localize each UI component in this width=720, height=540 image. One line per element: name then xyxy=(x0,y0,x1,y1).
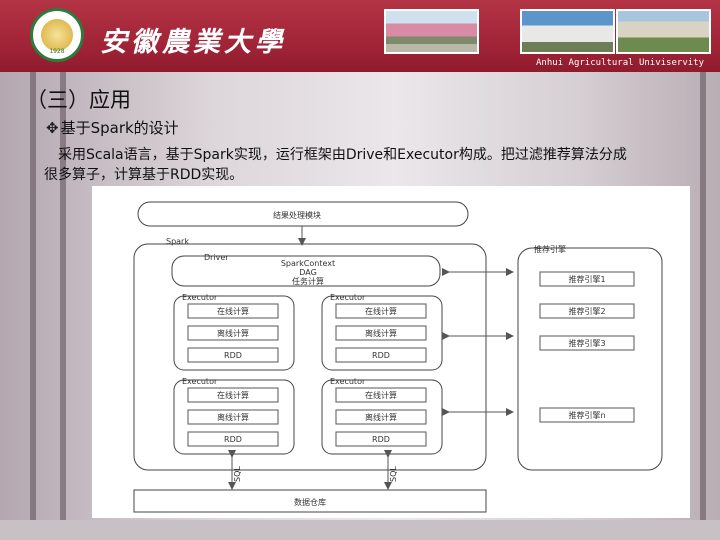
sql-label: SQL xyxy=(389,466,398,482)
executor-label: Executor xyxy=(330,377,366,386)
slide-heading: （三）应用 xyxy=(26,88,131,112)
university-name-en: Anhui Agricultural Univiservity xyxy=(536,58,704,68)
logo-year: 1928 xyxy=(49,48,65,55)
recommend-engine-box xyxy=(517,247,663,471)
sql-arrow-left: SQL xyxy=(228,450,242,490)
executor-2: Executor 在线计算 离线计算 RDD xyxy=(321,293,443,371)
spark-label: Spark xyxy=(166,237,189,246)
executor-label: Executor xyxy=(182,293,218,302)
executor-4: Executor 在线计算 离线计算 RDD xyxy=(321,377,443,455)
logo-emblem xyxy=(41,19,73,51)
rdd-box: RDD xyxy=(372,435,390,444)
engine-1-label: 推荐引擎1 xyxy=(568,274,605,284)
sql-arrow-right: SQL xyxy=(384,450,398,490)
executor-3: Executor 在线计算 离线计算 RDD xyxy=(173,377,295,455)
bullet-text: 基于Spark的设计 xyxy=(60,119,179,137)
paragraph-line: 采用Scala语言，基于Spark实现，运行框架由Drive和Executor构… xyxy=(58,147,627,163)
header-banner: 1928 安徽農業大學 Anhui Agricultural Univiserv… xyxy=(0,0,720,72)
campus-photo xyxy=(384,9,479,54)
rdd-box: RDD xyxy=(224,435,242,444)
bullet-item: ✥基于Spark的设计 xyxy=(46,117,179,138)
online-compute: 在线计算 xyxy=(365,306,397,316)
tree-trunk xyxy=(30,72,36,540)
bullet-icon: ✥ xyxy=(46,119,59,137)
offline-compute: 离线计算 xyxy=(365,412,397,422)
online-compute: 在线计算 xyxy=(365,390,397,400)
rdd-box: RDD xyxy=(224,351,242,360)
offline-compute: 离线计算 xyxy=(365,328,397,338)
online-compute: 在线计算 xyxy=(217,306,249,316)
university-name: 安徽農業大學 xyxy=(100,27,286,58)
data-warehouse-label: 数据仓库 xyxy=(294,497,326,507)
tree-trunk xyxy=(60,72,66,540)
task-compute-label: 任务计算 xyxy=(292,276,324,286)
offline-compute: 离线计算 xyxy=(217,328,249,338)
footer-strip xyxy=(0,520,720,540)
engine-3-label: 推荐引擎3 xyxy=(568,338,605,348)
campus-photo xyxy=(520,9,615,54)
tree-trunk xyxy=(700,72,706,540)
driver-box xyxy=(171,255,441,287)
rdd-box: RDD xyxy=(372,351,390,360)
driver-label: Driver xyxy=(204,253,229,262)
description-paragraph: 采用Scala语言，基于Spark实现，运行框架由Drive和Executor构… xyxy=(44,145,704,185)
university-logo: 1928 xyxy=(30,8,84,62)
spark-box xyxy=(133,243,487,471)
engine-2-box xyxy=(539,303,635,319)
sql-label: SQL xyxy=(233,466,242,482)
architecture-svg: 结果处理模块 Spark Driver SparkContext DAG 任务计… xyxy=(133,201,663,513)
data-warehouse-box xyxy=(133,489,487,513)
engine-3-box xyxy=(539,335,635,351)
engine-2-label: 推荐引擎2 xyxy=(568,306,605,316)
result-module-box xyxy=(137,201,469,227)
recommend-engine-label: 推荐引擎 xyxy=(534,244,566,254)
offline-compute: 离线计算 xyxy=(217,412,249,422)
dag-label: DAG xyxy=(299,268,317,277)
campus-photo xyxy=(616,9,711,54)
engine-n-label: 推荐引擎n xyxy=(568,410,605,420)
engine-1-box xyxy=(539,271,635,287)
spark-context-label: SparkContext xyxy=(281,259,335,268)
online-compute: 在线计算 xyxy=(217,390,249,400)
paragraph-line: 很多算子，计算基于RDD实现。 xyxy=(44,167,244,183)
executor-1: Executor 在线计算 离线计算 RDD xyxy=(173,293,295,371)
executor-label: Executor xyxy=(182,377,218,386)
architecture-diagram: 结果处理模块 Spark Driver SparkContext DAG 任务计… xyxy=(92,186,690,518)
engine-n-box xyxy=(539,407,635,423)
executor-label: Executor xyxy=(330,293,366,302)
result-module-label: 结果处理模块 xyxy=(273,210,321,220)
